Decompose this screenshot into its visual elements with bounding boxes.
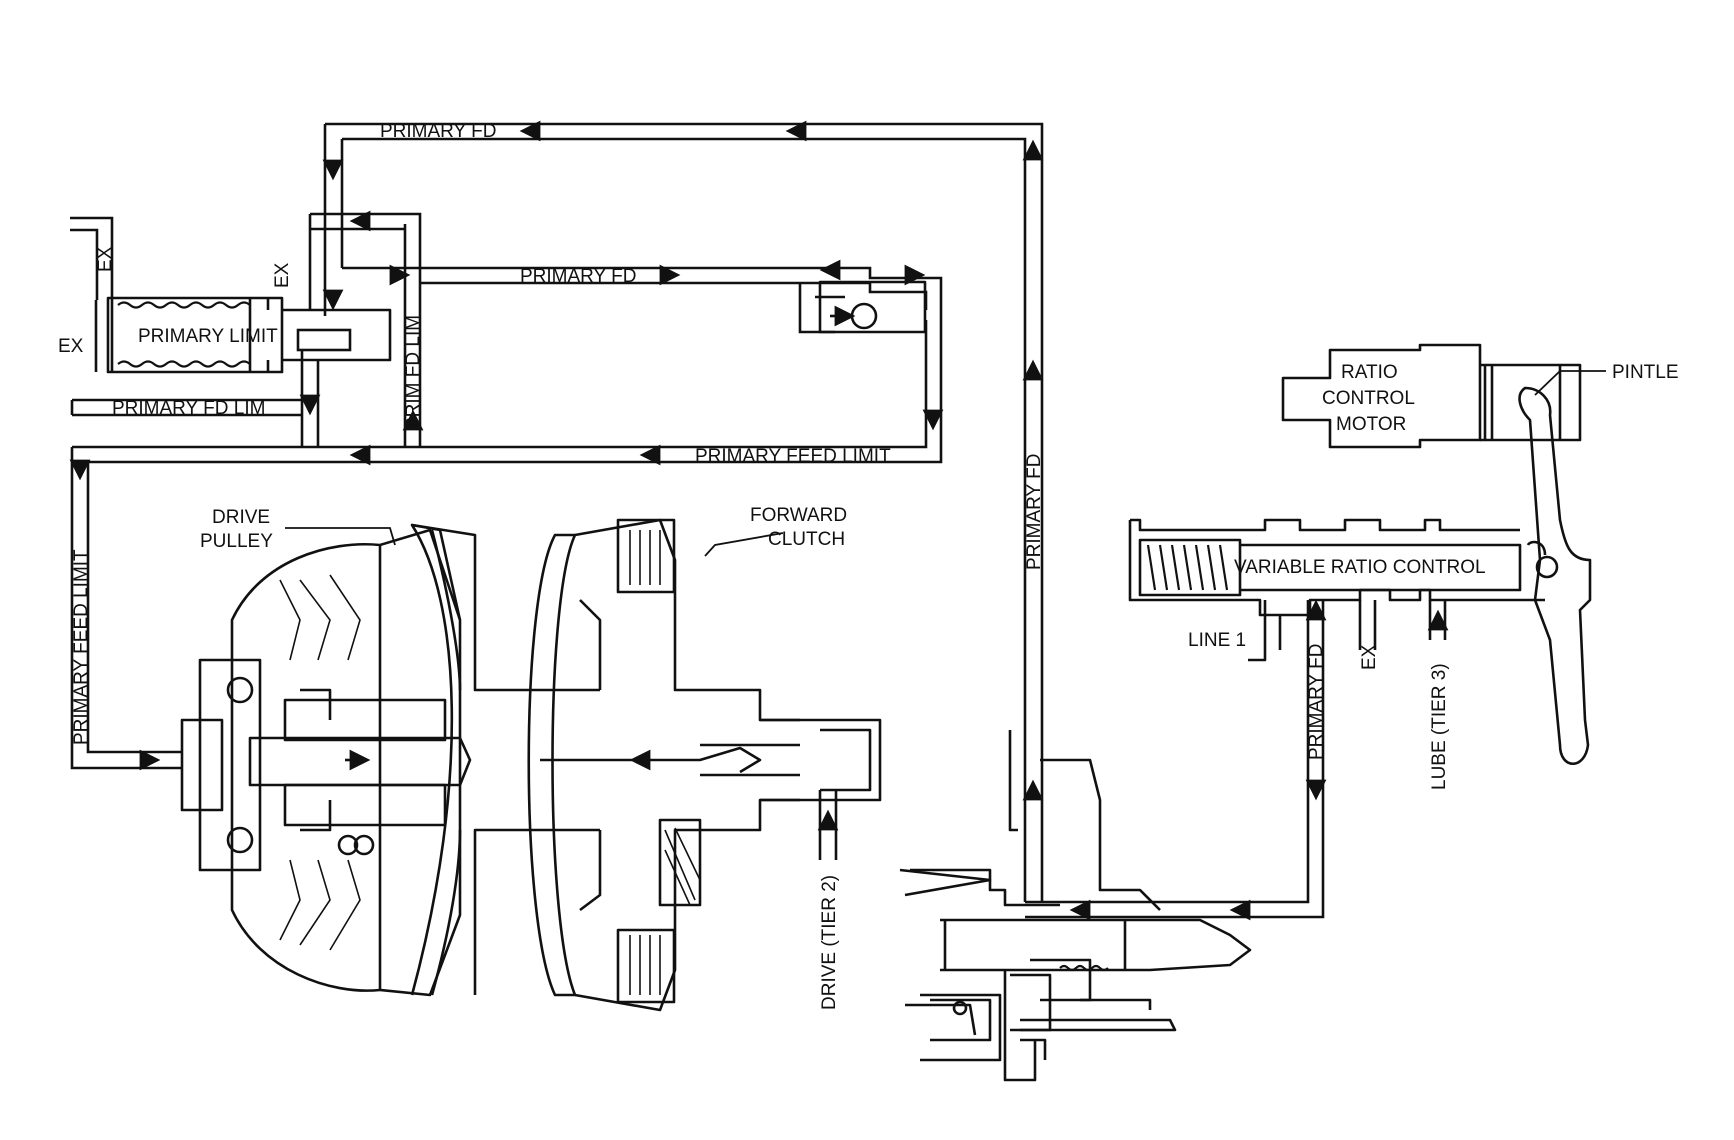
label-variable-ratio-control: VARIABLE RATIO CONTROL xyxy=(1234,557,1486,578)
label-pintle: PINTLE xyxy=(1612,362,1679,383)
drive-pulley-assembly xyxy=(180,523,600,997)
label-primary-fd-lim: PRIMARY FD LIM xyxy=(112,398,265,419)
label-primary-feed-limit-v: PRIMARY FEED LIMIT xyxy=(71,549,92,745)
label-primary-fd-mid: PRIMARY FD xyxy=(520,266,637,287)
callout-leaders xyxy=(285,370,1606,557)
label-primary-fd-vrc: PRIMARY FD xyxy=(1306,644,1327,761)
label-ex-top-left: EX xyxy=(95,246,116,272)
label-primary-fd-top: PRIMARY FD xyxy=(380,121,497,142)
label-primary-limit: PRIMARY LIMIT xyxy=(138,326,278,347)
label-primary-fd-vertical: PRIMARY FD xyxy=(1024,454,1045,571)
label-ratio-control-2: CONTROL xyxy=(1322,388,1415,409)
valve-body xyxy=(899,730,1252,1082)
primary-limit-valve xyxy=(94,296,392,374)
label-drive-pulley: DRIVE xyxy=(212,507,270,528)
label-primary-feed-limit-h: PRIMARY FEED LIMIT xyxy=(695,446,891,467)
ratio-control-motor xyxy=(1281,343,1582,449)
label-forward-clutch-2: CLUTCH xyxy=(768,529,845,550)
label-ratio-control-3: MOTOR xyxy=(1336,414,1406,435)
label-forward-clutch: FORWARD xyxy=(750,505,847,526)
variable-ratio-control-valve xyxy=(1128,518,1547,662)
flow-arrows xyxy=(69,120,1449,921)
label-drive-pulley-2: PULLEY xyxy=(200,531,273,552)
labels: PRIMARY FD PRIMARY FD PRIMARY FD PRIMARY… xyxy=(58,121,1679,1010)
label-line-1: LINE 1 xyxy=(1188,630,1246,651)
primary-fd-passages xyxy=(70,122,1325,919)
forward-clutch-assembly xyxy=(527,518,882,1012)
label-lube-tier3: LUBE (TIER 3) xyxy=(1429,663,1450,790)
label-prim-fd-lim: PRIM FD LIM xyxy=(403,315,424,430)
label-ratio-control: RATIO xyxy=(1341,362,1398,383)
label-ex-vrc: EX xyxy=(1359,644,1380,670)
label-ex-left: EX xyxy=(58,336,84,357)
pintle-lever xyxy=(1518,386,1592,765)
label-ex-top-valve: EX xyxy=(272,262,293,288)
label-drive-tier2: DRIVE (TIER 2) xyxy=(819,875,840,1010)
check-ball-valve xyxy=(818,280,927,334)
